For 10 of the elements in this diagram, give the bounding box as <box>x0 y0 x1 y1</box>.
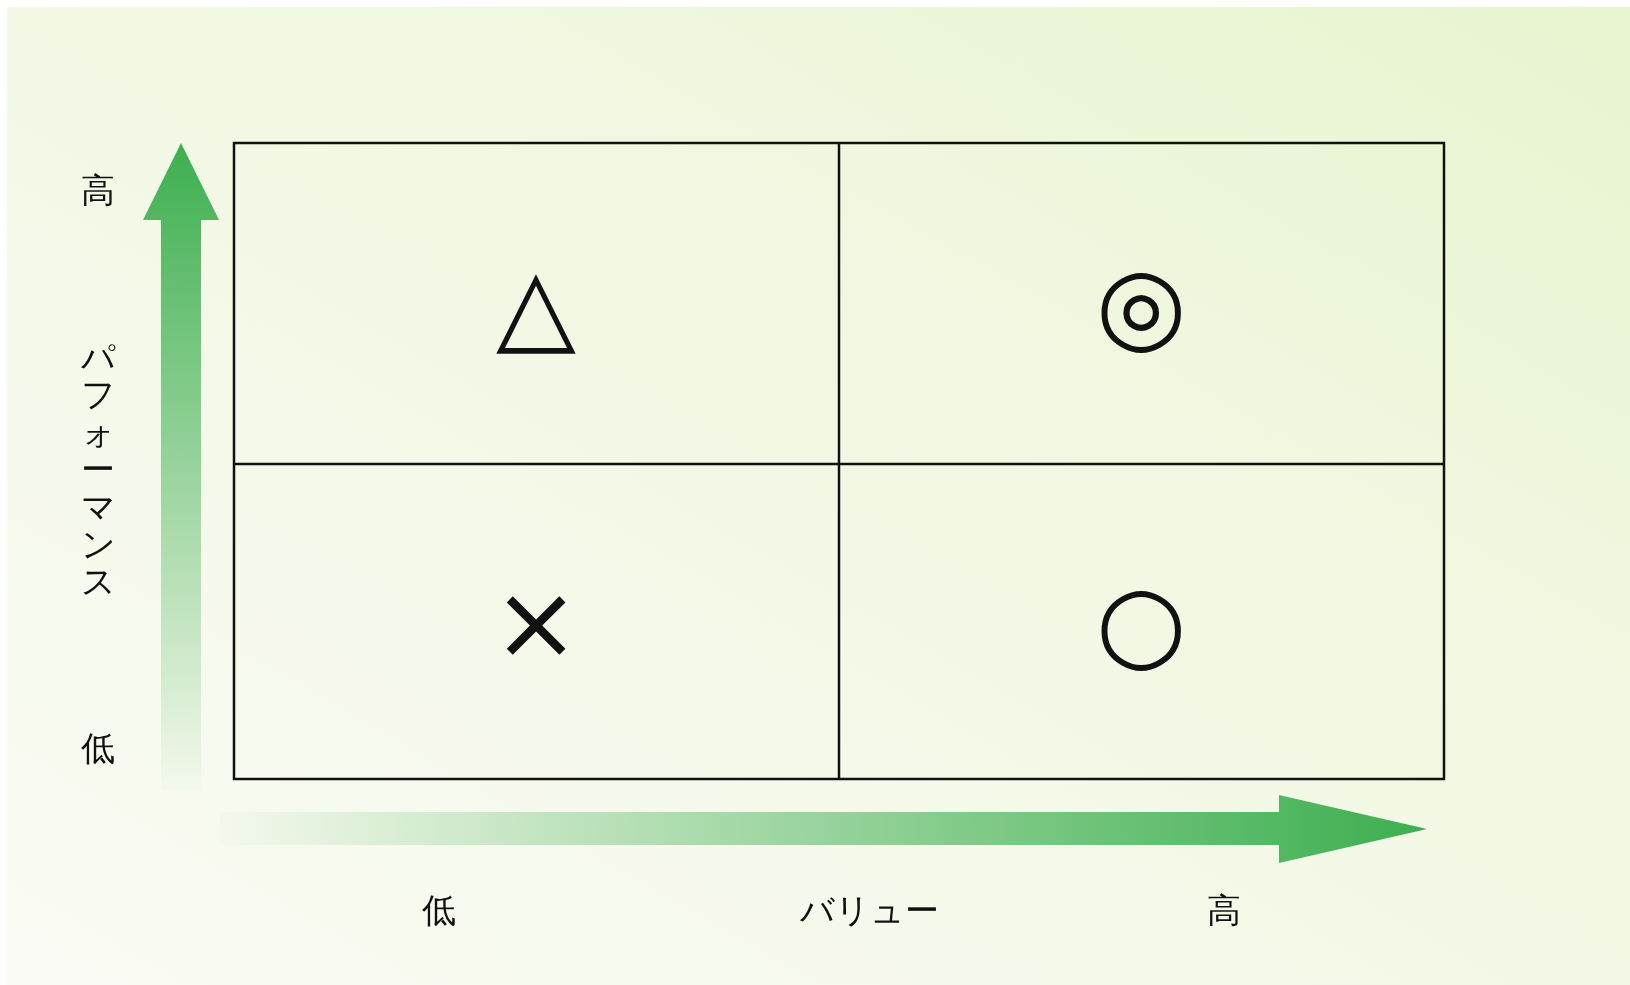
rating-symbol: ◎ <box>1095 252 1187 356</box>
axis-label: 高 <box>1207 893 1241 927</box>
axis-label: 低 <box>422 893 456 927</box>
axis-label: 低 <box>81 731 115 765</box>
axis-title: バリュー <box>799 893 939 927</box>
rating-symbol: △ <box>496 253 576 357</box>
rating-symbol: ○ <box>1095 570 1187 674</box>
axis-label: 高 <box>81 173 115 207</box>
rating-symbol: × <box>492 570 580 674</box>
axis-title: パフォーマンス <box>81 339 115 601</box>
